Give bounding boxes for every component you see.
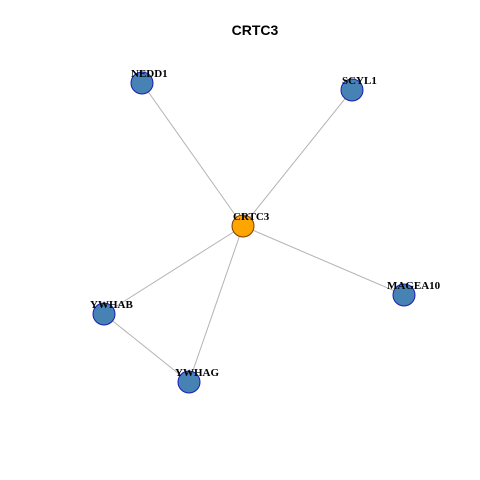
nodes-layer [92, 71, 416, 394]
node-crtc3 [231, 214, 255, 238]
node-label-crtc3: CRTC3 [233, 211, 270, 223]
edge-crtc3-scyl1 [242, 89, 353, 227]
edge-crtc3-nedd1 [141, 82, 244, 227]
node-label-nedd1: NEDD1 [131, 68, 168, 80]
node-scyl1 [340, 78, 364, 102]
node-label-ywhag: YWHAG [175, 367, 219, 379]
node-label-magea10: MAGEA10 [387, 280, 441, 292]
node-nedd1 [130, 71, 154, 95]
node-label-ywhab: YWHAB [90, 299, 133, 311]
edge-crtc3-ywhag [188, 225, 244, 383]
edges-layer [103, 82, 405, 383]
diagram-title: CRTC3 [232, 22, 279, 38]
node-ywhab [92, 302, 116, 326]
edge-crtc3-magea10 [242, 225, 405, 296]
edge-crtc3-ywhab [103, 225, 244, 315]
node-magea10 [392, 283, 416, 307]
edge-ywhab-ywhag [103, 313, 190, 383]
node-ywhag [177, 370, 201, 394]
node-label-scyl1: SCYL1 [342, 75, 377, 87]
